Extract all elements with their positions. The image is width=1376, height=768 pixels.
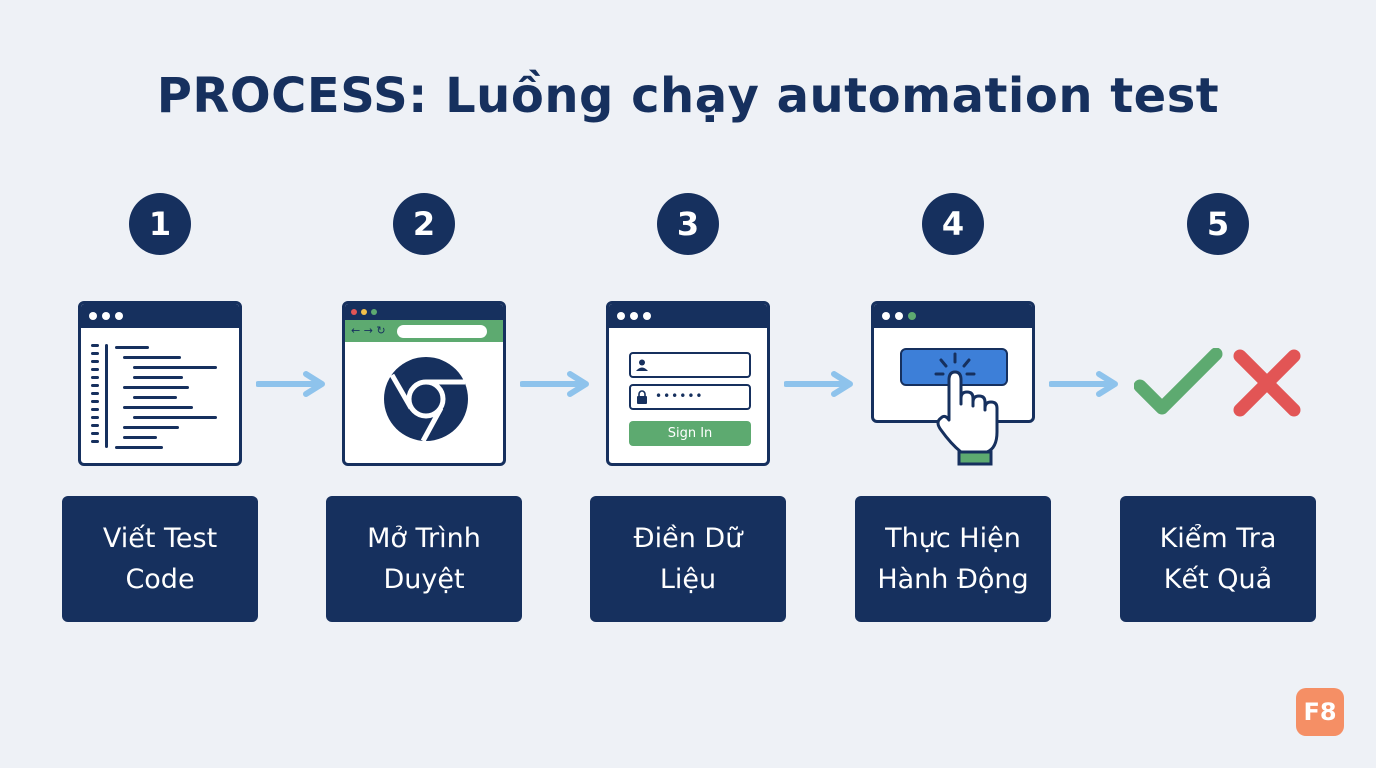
code-editor-icon [78, 301, 242, 466]
step-label: Điền Dữ Liệu [590, 496, 786, 622]
step-5: 5 Kiểm Tra Kết Quả [1120, 0, 1316, 768]
step-label-line2: Kết Quả [1163, 564, 1273, 595]
arrow-right-icon [1049, 371, 1118, 397]
pass-fail-icon [1134, 348, 1301, 417]
lock-icon [637, 390, 647, 404]
step-label-line2: Duyệt [383, 564, 465, 595]
step-4: 4 Thực Hiện Hành Động [855, 0, 1051, 768]
f8-logo: F8 [1296, 688, 1344, 736]
password-field: •••••• [629, 384, 751, 410]
check-icon [1134, 348, 1223, 415]
step-number-badge: 5 [1187, 193, 1249, 255]
pointing-hand-icon [934, 352, 999, 466]
step-label-line1: Viết Test [102, 523, 218, 554]
step-1: 1 Viết Test Code [62, 0, 258, 768]
user-icon [636, 359, 648, 371]
page-title: PROCESS: Luồng chạy automation test [156, 68, 1220, 124]
step-number-badge: 3 [657, 193, 719, 255]
arrow-right-icon [520, 371, 589, 397]
step-number-badge: 2 [393, 193, 455, 255]
chrome-logo-icon [384, 357, 468, 442]
step-label-line1: Kiểm Tra [1159, 523, 1277, 554]
arrow-right-icon [256, 371, 325, 397]
chrome-browser-icon: ← → ↻ [342, 301, 506, 466]
step-label: Kiểm Tra Kết Quả [1120, 496, 1316, 622]
username-field [629, 352, 751, 378]
step-label-line2: Code [125, 564, 195, 595]
step-label-line1: Mở Trình [367, 523, 481, 554]
step-label-line2: Liệu [659, 564, 717, 595]
step-label-line2: Hành Động [877, 564, 1029, 595]
step-2: 2 ← → ↻ Mở Trình Duyệt [326, 0, 522, 768]
step-label: Thực Hiện Hành Động [855, 496, 1051, 622]
step-3: 3 •••••• Sign In Điền Dữ Liệu [590, 0, 786, 768]
step-number-badge: 1 [129, 193, 191, 255]
cross-icon [1233, 349, 1301, 417]
step-label: Viết Test Code [62, 496, 258, 622]
step-label-line1: Điền Dữ [633, 523, 743, 554]
login-form-icon: •••••• Sign In [606, 301, 770, 466]
click-hand-icon [871, 301, 1035, 423]
step-label: Mở Trình Duyệt [326, 496, 522, 622]
step-number-badge: 4 [922, 193, 984, 255]
step-label-line1: Thực Hiện [885, 523, 1021, 554]
sign-in-button: Sign In [629, 421, 751, 446]
arrow-right-icon [784, 371, 853, 397]
